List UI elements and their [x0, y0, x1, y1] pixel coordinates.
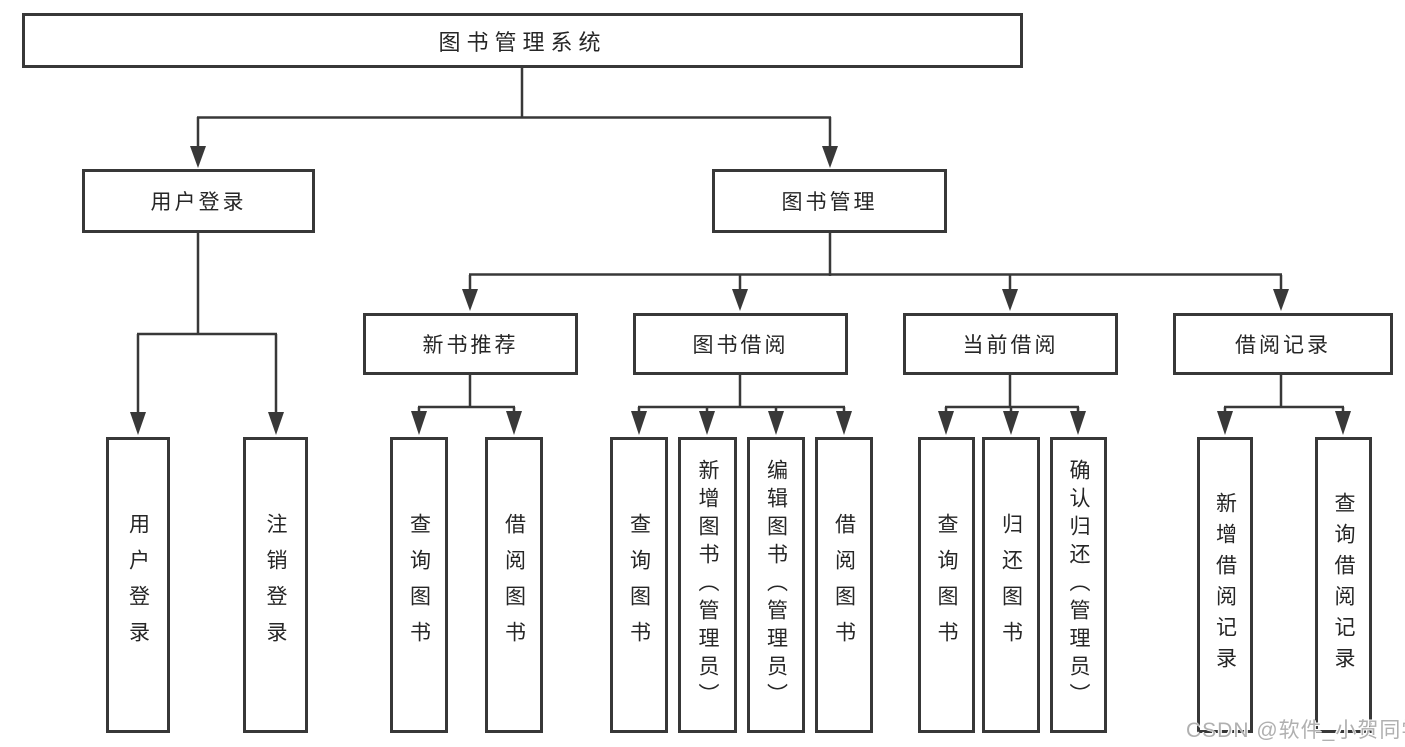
node-label: 新增借阅记录	[1213, 492, 1237, 678]
node-recommend-borrow-book: 借阅图书	[485, 437, 543, 733]
node-current-borrowing: 当前借阅	[903, 313, 1118, 375]
node-label: 查询图书	[627, 513, 651, 657]
node-label: 归还图书	[999, 513, 1023, 657]
node-borrowing-records: 借阅记录	[1173, 313, 1393, 375]
node-add-borrow-record: 新增借阅记录	[1197, 437, 1253, 733]
node-logout: 注销登录	[243, 437, 308, 733]
node-label: 借阅记录	[1235, 334, 1331, 357]
node-add-book-admin: 新增图书（管理员）	[678, 437, 737, 733]
node-label: 查询图书	[407, 513, 431, 657]
node-borrow-query-book: 查询图书	[610, 437, 668, 733]
node-label: 借阅图书	[502, 513, 526, 657]
node-label: 用户登录	[126, 513, 150, 657]
node-label: 确认归还（管理员）	[1067, 459, 1090, 711]
node-query-borrow-record: 查询借阅记录	[1315, 437, 1372, 733]
node-user-login: 用户登录	[106, 437, 170, 733]
node-recommend-query-book: 查询图书	[390, 437, 448, 733]
node-return-book: 归还图书	[982, 437, 1040, 733]
node-book-management-branch: 图书管理	[712, 169, 947, 233]
node-label: 用户登录	[150, 191, 247, 214]
node-label: 编辑图书（管理员）	[764, 459, 788, 711]
node-label: 新增图书（管理员）	[696, 459, 719, 711]
node-label: 图书管理	[781, 191, 878, 214]
node-label: 查询借阅记录	[1332, 492, 1355, 678]
node-edit-book-admin: 编辑图书（管理员）	[747, 437, 805, 733]
watermark: CSDN @软件_小贺同学	[1186, 719, 1405, 742]
node-label: 图书借阅	[692, 334, 789, 357]
node-user-login-branch: 用户登录	[82, 169, 315, 233]
node-book-borrowing: 图书借阅	[633, 313, 848, 375]
node-root-system: 图书管理系统	[22, 13, 1023, 68]
node-label: 新书推荐	[422, 334, 519, 357]
node-borrow-book: 借阅图书	[815, 437, 873, 733]
node-label: 查询图书	[935, 513, 958, 657]
node-label: 借阅图书	[832, 513, 856, 657]
node-new-book-recommend: 新书推荐	[363, 313, 578, 375]
node-label: 注销登录	[264, 513, 287, 657]
node-current-query-book: 查询图书	[918, 437, 975, 733]
node-label: 当前借阅	[962, 334, 1059, 357]
node-label: 图书管理系统	[438, 29, 607, 55]
node-confirm-return-admin: 确认归还（管理员）	[1050, 437, 1107, 733]
